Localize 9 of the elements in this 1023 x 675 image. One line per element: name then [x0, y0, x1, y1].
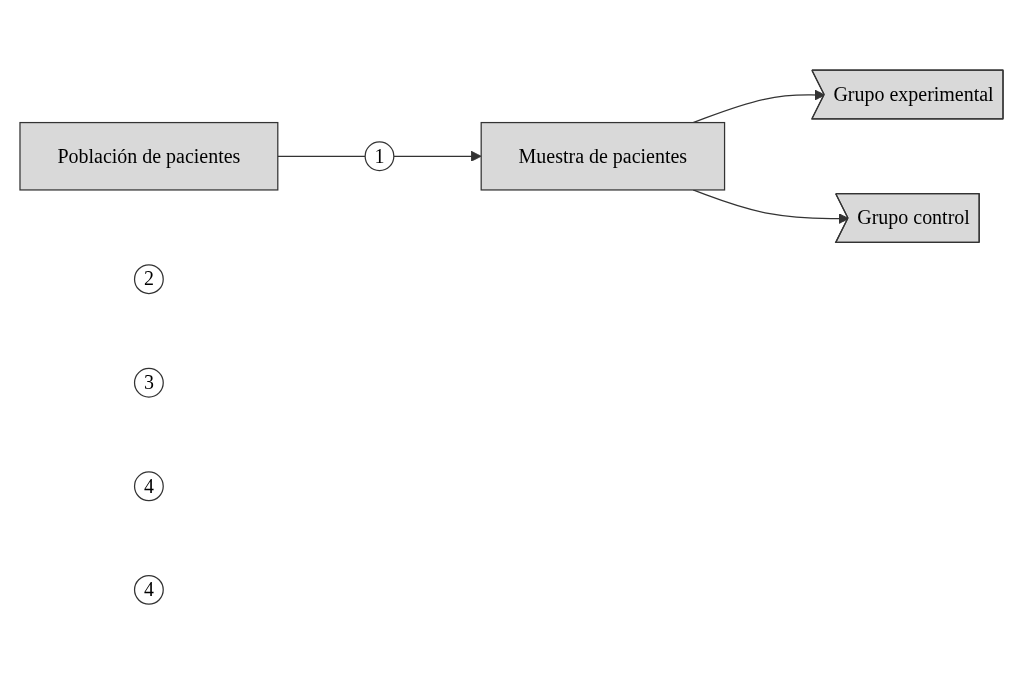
- node-circle: 2: [133, 264, 164, 295]
- node-circle: 4: [133, 574, 164, 605]
- node-box: Muestra de pacientes: [480, 121, 726, 191]
- node-circle: 1: [364, 141, 395, 172]
- node-box: Población de pacientes: [19, 121, 279, 191]
- node-circle: 4: [133, 471, 164, 502]
- connector: [277, 155, 366, 157]
- node-circle: 3: [133, 367, 164, 398]
- arrow: [393, 150, 482, 162]
